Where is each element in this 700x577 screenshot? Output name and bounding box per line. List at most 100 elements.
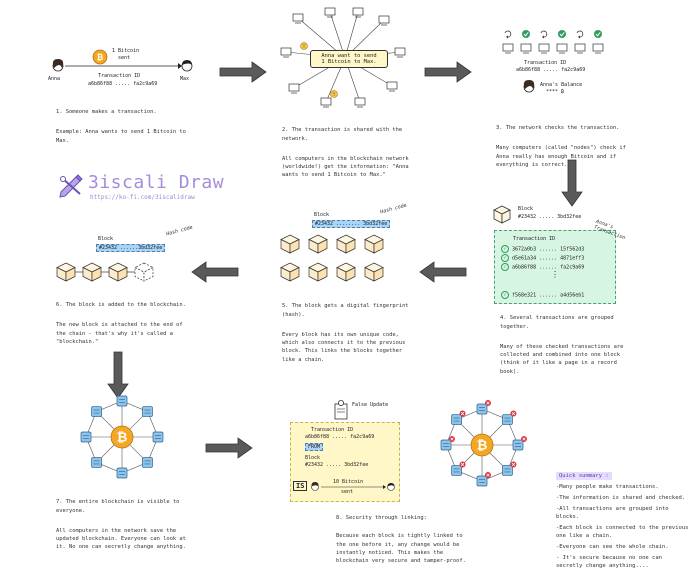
network-computer-icon <box>320 97 332 108</box>
step7-caption: 7. The entire blockchain is visible to e… <box>56 490 216 563</box>
step8-caption-title: 8. Security through linking: <box>336 515 427 522</box>
step4-caption-title: 4. Several transactions are grouped toge… <box>500 315 614 330</box>
brand-url[interactable]: https://ko-fi.com/3iscalidraw <box>90 194 195 201</box>
step7-caption-body: All computers in the network save the up… <box>56 527 186 551</box>
step6-block-id: #23432 ......3bd32fee <box>96 244 166 252</box>
sender-name: Anna <box>48 76 61 82</box>
step7-network: ₿ <box>80 395 164 479</box>
node-server-icon <box>476 403 488 415</box>
block-cube-icon <box>336 262 356 282</box>
step1-caption-title: 1. Someone makes a transaction. <box>56 109 157 116</box>
network-computer-icon <box>378 15 390 26</box>
node-server-icon <box>451 414 462 425</box>
transaction-row: ✓3672a0b3 ...... 15f562d3 <box>501 245 584 253</box>
max-avatar-tiny <box>387 483 395 491</box>
svg-text:₿: ₿ <box>97 53 104 62</box>
network-computer-icon <box>394 47 406 58</box>
node-server-icon <box>440 439 452 451</box>
block-cube-icon <box>364 234 384 254</box>
step3-illustration: Transaction ID a6b86f88 ..... fa2c9a69 A… <box>500 18 620 108</box>
transaction-row: ✓a6b86f88 ...... fa2c9a69 <box>501 263 584 271</box>
step3-caption-body: Many computers (called "nodes") check if… <box>496 145 626 168</box>
sync-icon <box>540 30 548 39</box>
check-icon <box>558 30 566 38</box>
transaction-row-text: d5e61a34 ...... 4871eff3 <box>512 255 585 262</box>
svg-text:₿: ₿ <box>117 430 128 445</box>
reject-x-icon <box>510 461 517 468</box>
step8-tx-title: Transaction ID <box>311 427 354 433</box>
step3-tx-id: a6b86f88 ..... fa2c9a69 <box>516 67 586 73</box>
step2-caption: 2. The transaction is shared with the ne… <box>282 118 442 191</box>
step8-caption-body: Because each block is tightly linked to … <box>336 533 466 565</box>
step2-caption-title: 2. The transaction is shared with the ne… <box>282 127 403 142</box>
arrow-7-to-8 <box>205 437 253 459</box>
arrow-2-to-3 <box>424 61 472 83</box>
is-tag: IS <box>293 481 308 491</box>
step6-caption: 6. The block is added to the blockchain.… <box>56 293 216 358</box>
node-server-icon <box>91 457 102 468</box>
validator-node-icon <box>592 43 604 54</box>
summary-list: -Many people make transactions.-The info… <box>556 484 696 571</box>
block-cube-icon <box>364 262 384 282</box>
transaction-row: ✓d5e61a34 ...... 4871eff3 <box>501 254 584 262</box>
reject-x-icon <box>459 410 466 417</box>
step8-sent-label: sent <box>341 489 354 495</box>
check-icon: ✓ <box>501 245 509 253</box>
step7-caption-title: 7. The entire blockchain is visible to e… <box>56 499 180 514</box>
node-server-icon <box>91 406 102 417</box>
reject-x-icon <box>485 472 491 478</box>
tampered-record: Transaction ID a6b86f88 ..... fa2c9a69 F… <box>290 422 400 502</box>
anna-avatar-tiny <box>311 482 319 491</box>
step6-caption-title: 6. The block is added to the blockchain. <box>56 302 186 309</box>
step8-illustration: False Update Transaction ID a6b86f88 ...… <box>290 396 420 506</box>
info-badge-icon: ! <box>330 90 338 98</box>
network-computer-icon <box>352 7 364 18</box>
step6-block-label: Block <box>98 236 114 242</box>
transaction-row-text: 3672a0b3 ...... 15f562d3 <box>512 246 585 253</box>
block-cube-icon <box>280 262 300 282</box>
more-rows-ellipsis: ⋮ <box>551 270 559 279</box>
bitcoin-center-icon: ₿ <box>470 433 494 457</box>
summary-item: -Each block is connected to the previous… <box>556 524 689 539</box>
network-computer-icon <box>386 81 398 92</box>
bitcoin-center-icon: ₿ <box>110 425 134 449</box>
transaction-row-text: f568e321 ...... a4d56eb1 <box>512 292 585 299</box>
network-computer-icon <box>292 13 304 24</box>
info-badge-icon: ! <box>300 42 308 50</box>
network-computer-icon <box>354 97 366 108</box>
false-update-label: False Update <box>352 402 389 408</box>
tx-id-value: a6b86f88 ..... fa2c9a69 <box>88 81 158 87</box>
step5-illustration: Block #23432 ........ 3bd32fee Hash code <box>270 203 410 290</box>
step8-caption: 8. Security through linking: Because eac… <box>336 506 486 577</box>
new-block-cube-icon <box>134 262 154 282</box>
pencil-logo-icon <box>59 174 83 198</box>
step5-caption: 5. The block gets a digital fingerprint … <box>282 294 442 375</box>
block-cube-icon <box>108 262 128 282</box>
step6-caption-body: The new block is attached to the end of … <box>56 322 183 345</box>
step8-block-label: Block <box>305 455 321 461</box>
tx-id-title: Transaction ID <box>98 73 141 79</box>
node-server-icon <box>142 406 153 417</box>
anna-avatar <box>52 59 64 72</box>
step6-illustration: Block #23432 ......3bd32fee Hash code <box>46 225 196 288</box>
server-icon <box>334 400 348 420</box>
sync-icon <box>504 30 512 39</box>
block-cube-icon <box>493 205 511 224</box>
balance-title: Anna's Balance <box>540 82 583 88</box>
arrow-4-to-5 <box>419 261 467 283</box>
check-icon: ✓ <box>501 263 509 271</box>
arrow-5-to-6 <box>191 261 239 283</box>
node-server-icon <box>502 414 513 425</box>
step4-block-id: #23432 ..... 3bd32fee <box>518 214 582 220</box>
network-computer-icon <box>288 83 300 94</box>
sync-icon <box>576 30 584 39</box>
validator-node-icon <box>520 43 532 54</box>
transaction-row: ✓f568e321 ...... a4d56eb1 <box>501 291 584 299</box>
quick-summary: Quick summary : -Many people make transa… <box>556 462 696 574</box>
anna-avatar-small <box>523 80 535 93</box>
step5-caption-title: 5. The block gets a digital fingerprint … <box>282 303 409 318</box>
check-icon: ✓ <box>501 291 509 299</box>
balance-value: **** ₿ <box>546 89 565 95</box>
block-cube-icon <box>280 234 300 254</box>
summary-item: -All transactions are grouped into block… <box>556 505 669 520</box>
